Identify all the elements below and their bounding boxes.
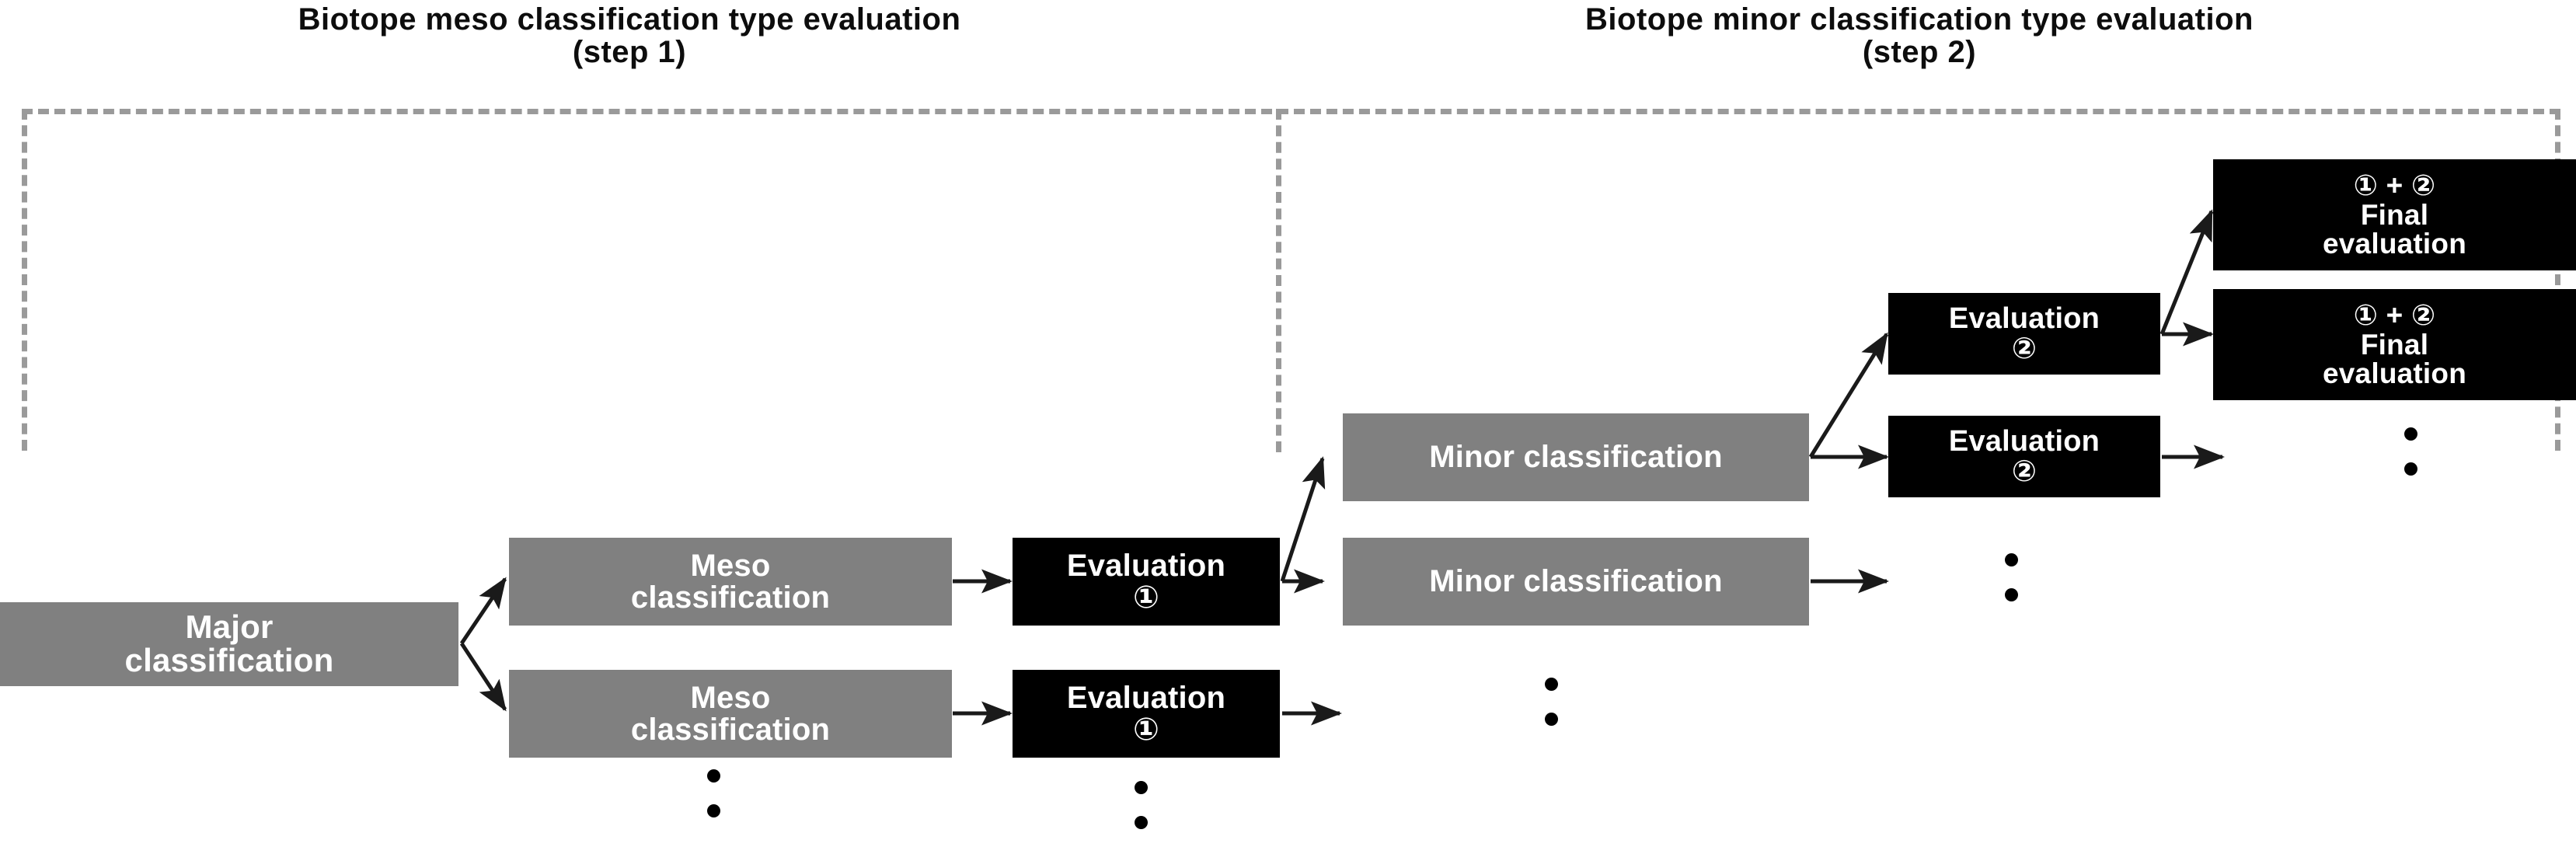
node-major-line2: classification: [124, 642, 334, 678]
node-meso-classification-2[interactable]: Meso classification: [509, 670, 952, 758]
step1-title: Biotope meso classification type evaluat…: [298, 2, 961, 69]
ellipsis-dot: [707, 769, 720, 783]
node-eval2-a-line1: Evaluation: [1948, 302, 2100, 335]
node-major-classification[interactable]: Major classification: [0, 602, 458, 686]
ellipsis-eval1-column: [1135, 781, 1148, 829]
node-minor-classification-1[interactable]: Minor classification: [1343, 413, 1809, 501]
step-divider-dashed-line: [1276, 109, 1281, 452]
node-final-1-line3: evaluation: [2323, 228, 2466, 260]
node-final-2-line2: Final: [2360, 328, 2429, 361]
node-meso-1-line2: classification: [630, 580, 831, 615]
node-minor-2-line1: Minor classification: [1429, 564, 1723, 599]
ellipsis-final-column: [2404, 427, 2417, 476]
ellipsis-dot: [707, 804, 720, 817]
node-minor-1-line1: Minor classification: [1429, 440, 1723, 475]
ellipsis-dot: [1135, 816, 1148, 829]
node-final-2-line3: evaluation: [2323, 357, 2466, 390]
node-eval1-a-line2: ①: [1132, 580, 1160, 615]
node-final-evaluation-2[interactable]: ① + ② Final evaluation: [2213, 289, 2576, 400]
ellipsis-dot: [2005, 553, 2018, 566]
node-evaluation-1-a[interactable]: Evaluation ①: [1013, 538, 1280, 626]
node-meso-1-line1: Meso: [690, 548, 771, 583]
node-final-evaluation-1[interactable]: ① + ② Final evaluation: [2213, 159, 2576, 270]
ellipsis-meso-column: [707, 769, 720, 817]
node-final-1-line1: ① + ②: [2353, 169, 2436, 201]
node-eval2-b-line2: ②: [2011, 455, 2037, 488]
node-major-line1: Major: [185, 608, 274, 646]
ellipsis-dot: [2404, 462, 2417, 476]
node-final-1-line2: Final: [2360, 198, 2429, 231]
ellipsis-dot: [2005, 588, 2018, 601]
node-meso-2-line2: classification: [630, 712, 831, 747]
node-eval1-b-line2: ①: [1132, 712, 1160, 747]
node-final-2-line1: ① + ②: [2353, 298, 2436, 331]
node-minor-classification-2[interactable]: Minor classification: [1343, 538, 1809, 626]
diagram-dashed-frame: [22, 109, 2560, 451]
node-meso-2-line1: Meso: [690, 680, 771, 715]
node-eval1-a-line1: Evaluation: [1066, 548, 1226, 583]
ellipsis-dot: [1545, 713, 1558, 726]
ellipsis-minor-column: [1545, 678, 1558, 726]
node-eval2-b-line1: Evaluation: [1948, 424, 2100, 458]
ellipsis-dot: [1135, 781, 1148, 794]
step2-title: Biotope minor classification type evalua…: [1585, 2, 2254, 69]
ellipsis-eval2-column: [2005, 553, 2018, 601]
ellipsis-dot: [2404, 427, 2417, 441]
node-evaluation-2-a[interactable]: Evaluation ②: [1888, 293, 2160, 375]
node-eval2-a-line2: ②: [2011, 332, 2037, 365]
node-meso-classification-1[interactable]: Meso classification: [509, 538, 952, 626]
ellipsis-dot: [1545, 678, 1558, 691]
node-eval1-b-line1: Evaluation: [1066, 680, 1226, 715]
node-evaluation-1-b[interactable]: Evaluation ①: [1013, 670, 1280, 758]
node-evaluation-2-b[interactable]: Evaluation ②: [1888, 416, 2160, 497]
